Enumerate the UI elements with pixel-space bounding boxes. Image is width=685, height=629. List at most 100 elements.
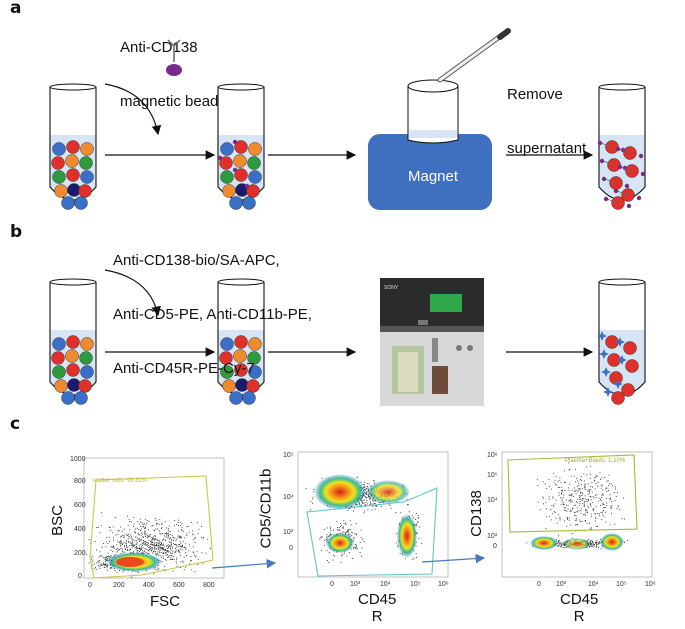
event-dot <box>597 481 599 483</box>
event-dot <box>354 533 356 535</box>
event-dot <box>180 537 182 539</box>
event-dot <box>176 538 178 540</box>
plot3-xtick: 0 <box>537 581 541 588</box>
event-dot <box>542 481 544 483</box>
event-dot <box>326 534 328 536</box>
event-dot <box>175 560 177 562</box>
event-dot <box>597 543 599 545</box>
event-dot <box>146 544 148 546</box>
event-dot <box>590 513 592 515</box>
event-dot <box>156 545 158 547</box>
event-dot <box>602 502 604 504</box>
event-dot <box>616 492 618 494</box>
cd45r-gate <box>306 487 438 577</box>
event-dot <box>550 519 552 521</box>
event-dot <box>168 533 170 535</box>
event-dot <box>180 548 181 550</box>
event-dot <box>107 555 109 557</box>
event-dot <box>116 548 117 550</box>
event-dot <box>575 504 577 506</box>
event-dot <box>571 493 573 495</box>
event-dot <box>101 546 103 548</box>
event-dot <box>553 504 555 506</box>
event-dot <box>102 562 104 564</box>
event-dot <box>598 500 600 502</box>
event-dot <box>179 544 180 545</box>
event-dot <box>146 535 148 537</box>
event-dot <box>333 529 335 531</box>
event-dot <box>156 553 158 555</box>
event-dot <box>580 476 582 477</box>
event-dot <box>593 480 595 482</box>
bead-dot <box>626 203 632 209</box>
event-dot <box>174 520 175 522</box>
event-dot <box>596 546 598 548</box>
event-dot <box>118 542 120 544</box>
event-dot <box>135 540 137 542</box>
event-dot <box>342 531 344 533</box>
event-dot <box>146 543 148 545</box>
event-dot <box>343 526 345 528</box>
event-dot <box>416 533 418 534</box>
event-dot <box>580 495 582 497</box>
event-dot <box>127 549 128 551</box>
event-dot <box>595 520 596 522</box>
event-dot <box>354 507 355 509</box>
tube-rim <box>598 278 646 286</box>
event-dot <box>129 549 131 551</box>
bead-dot <box>613 188 619 194</box>
event-dot <box>312 498 314 500</box>
event-dot <box>148 553 150 554</box>
event-dot <box>584 505 586 507</box>
plot1-xtick: 600 <box>173 582 185 589</box>
event-dot <box>590 541 592 543</box>
event-dot <box>160 544 162 545</box>
event-dot <box>602 489 604 491</box>
event-dot <box>142 524 144 526</box>
event-dot <box>560 544 562 546</box>
event-dot <box>131 547 133 549</box>
event-dot <box>143 537 144 538</box>
event-dot <box>109 540 110 542</box>
event-dot <box>150 543 152 545</box>
event-dot <box>606 480 608 482</box>
event-dot <box>594 477 596 479</box>
event-dot <box>329 532 331 534</box>
event-dot <box>178 545 180 547</box>
event-dot <box>192 534 194 536</box>
event-dot <box>152 544 154 546</box>
event-dot <box>553 506 555 508</box>
event-dot <box>123 528 125 530</box>
event-dot <box>605 521 607 523</box>
event-dot <box>194 537 196 539</box>
event-dot <box>361 538 363 540</box>
event-dot <box>139 548 141 550</box>
event-dot <box>326 549 328 551</box>
cell-icon <box>222 184 236 198</box>
event-dot <box>558 479 560 481</box>
event-dot <box>181 546 183 548</box>
event-dot <box>122 542 124 544</box>
event-dot <box>152 551 154 553</box>
event-dot <box>568 489 570 491</box>
event-dot <box>142 547 144 549</box>
event-dot <box>93 567 95 569</box>
event-dot <box>542 497 544 499</box>
event-dot <box>137 547 139 549</box>
event-dot <box>175 540 177 541</box>
event-dot <box>415 524 417 525</box>
event-dot <box>567 518 568 520</box>
event-dot <box>587 493 589 495</box>
event-dot <box>119 545 121 547</box>
event-dot <box>165 527 167 529</box>
event-dot <box>150 534 151 535</box>
event-dot <box>120 543 122 545</box>
event-dot <box>597 542 599 544</box>
event-dot <box>579 519 581 521</box>
event-dot <box>163 569 165 571</box>
event-dot <box>561 490 563 492</box>
event-dot <box>341 524 343 526</box>
event-dot <box>526 542 528 544</box>
event-dot <box>145 527 146 528</box>
bead-dot <box>617 164 623 170</box>
